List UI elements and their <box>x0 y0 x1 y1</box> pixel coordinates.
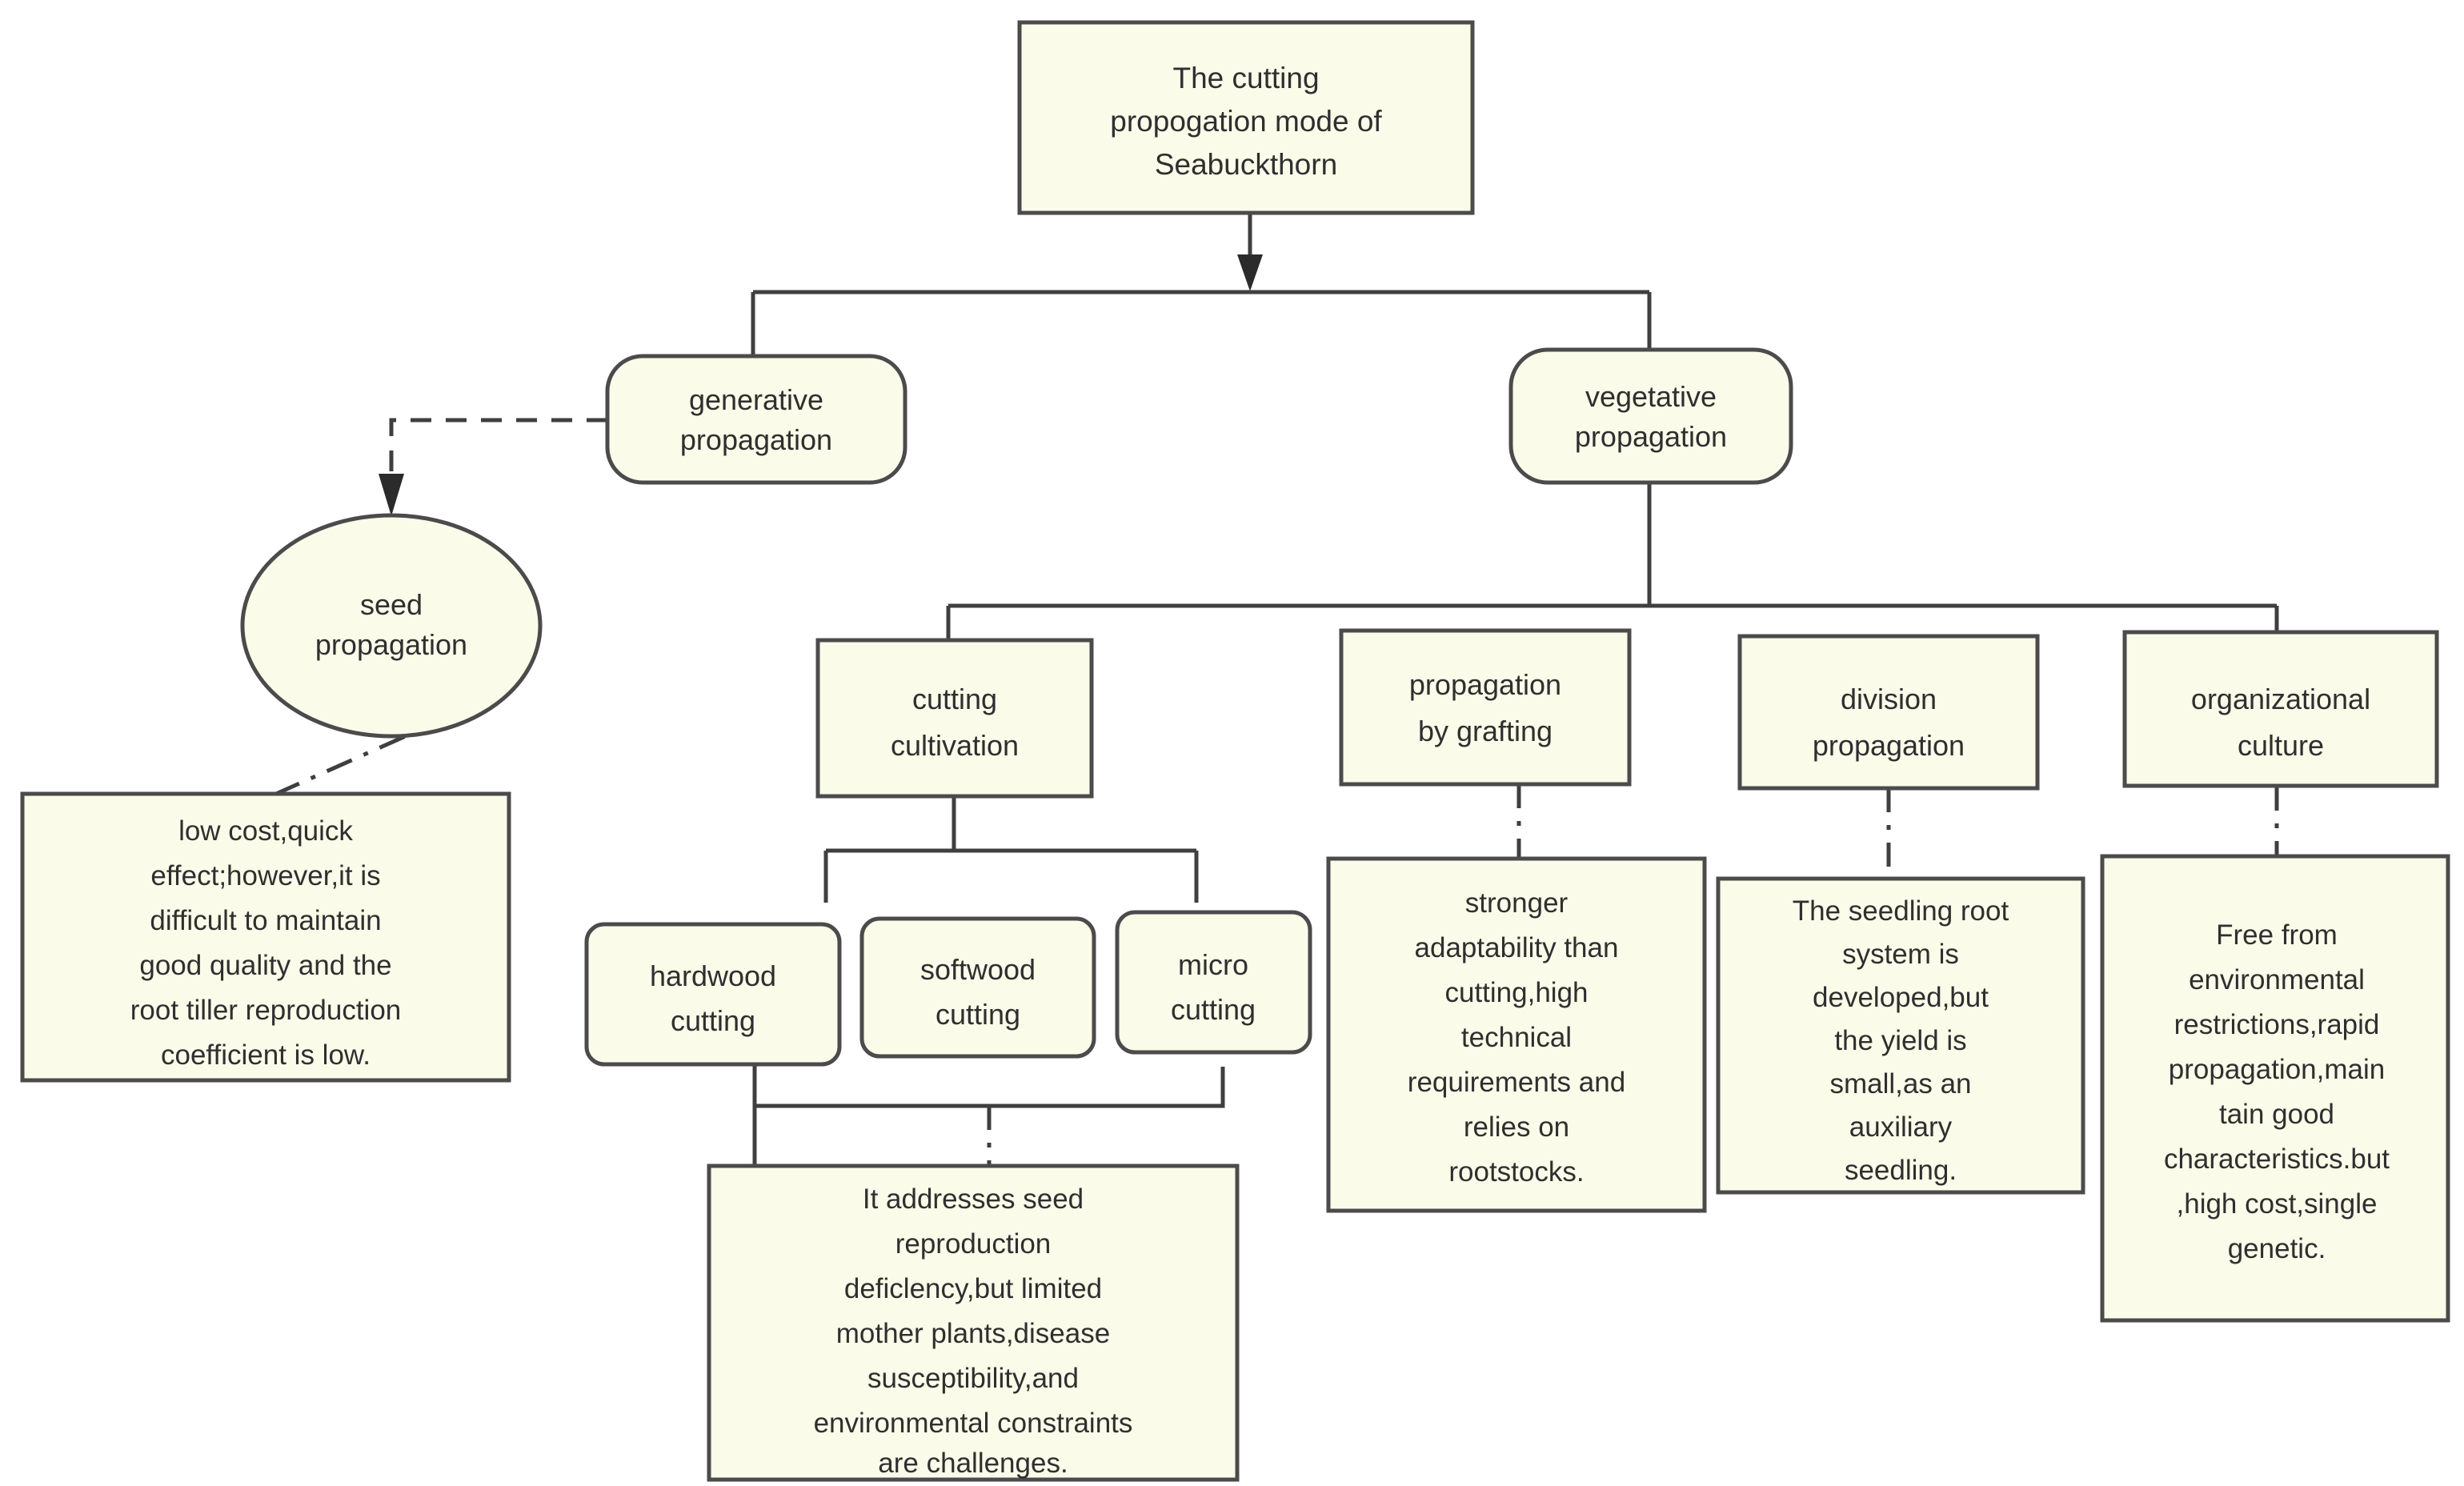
organizational-culture-note-line-5: tain good <box>2219 1099 2334 1130</box>
generative-propagation-box <box>605 354 907 485</box>
division-note-line-2: system is <box>1842 939 1959 970</box>
division-propagation-box <box>1737 634 2040 791</box>
hardwood-cutting-label-line-2: cutting <box>671 1004 755 1037</box>
hardwood-cutting-label-line-1: hardwood <box>650 959 776 992</box>
arrowhead-seed-propagation <box>379 474 404 516</box>
seed-propagation-note-box <box>20 791 511 1083</box>
seed-propagation-label-line-2: propagation <box>315 628 467 661</box>
propagation-by-grafting-label-line-2: by grafting <box>1418 715 1553 747</box>
node-generative-propagation[interactable]: generative propagation <box>605 354 907 485</box>
softwood-cutting-label-line-2: cutting <box>936 998 1020 1031</box>
organizational-culture-label-line-1: organizational <box>2191 683 2370 715</box>
grafting-note-line-6: relies on <box>1464 1111 1569 1143</box>
grafting-note-box <box>1326 856 1707 1213</box>
cutting-cultivation-note-line-4: mother plants,disease <box>836 1318 1110 1349</box>
seed-propagation-note-line-4: good quality and the <box>139 950 391 981</box>
hardwood-cutting-box <box>584 922 842 1067</box>
note-cutting-cultivation[interactable]: It addresses seed reproduction deficlenc… <box>707 1164 1240 1482</box>
vegetative-propagation-box <box>1508 347 1793 485</box>
cutting-cultivation-note-line-7: are challenges. <box>878 1448 1068 1479</box>
note-division[interactable]: The seedling root system is developed,bu… <box>1716 876 2085 1195</box>
root-label-line-2: propogation mode of <box>1110 105 1382 138</box>
grafting-note-line-5: requirements and <box>1408 1067 1625 1098</box>
cutting-cultivation-note-line-2: reproduction <box>895 1228 1052 1260</box>
seed-propagation-note-line-3: difficult to maintain <box>150 905 381 936</box>
seed-propagation-note-line-6: coefficient is low. <box>161 1039 371 1071</box>
generative-propagation-label-line-1: generative <box>689 383 823 416</box>
division-note-line-6: auxiliary <box>1849 1111 1953 1143</box>
organizational-culture-note-line-4: propagation,main <box>2169 1054 2385 1085</box>
organizational-culture-note-line-8: genetic. <box>2228 1233 2326 1264</box>
node-root[interactable]: The cutting propogation mode of Seabuckt… <box>1017 20 1475 215</box>
grafting-note-line-4: technical <box>1461 1022 1572 1053</box>
softwood-cutting-label-line-1: softwood <box>920 953 1036 986</box>
seed-propagation-note-line-2: effect;however,it is <box>150 860 380 891</box>
cutting-cultivation-note-line-3: deficlency,but limited <box>844 1273 1102 1304</box>
division-note-line-5: small,as an <box>1829 1068 1971 1099</box>
cutting-cultivation-note-line-1: It addresses seed <box>863 1184 1084 1215</box>
organizational-culture-label-line-2: culture <box>2238 729 2324 762</box>
seed-propagation-ellipse <box>240 513 543 739</box>
note-grafting[interactable]: stronger adaptability than cutting,high … <box>1326 856 1707 1213</box>
vegetative-propagation-label-line-1: vegetative <box>1585 380 1717 413</box>
node-vegetative-propagation[interactable]: vegetative propagation <box>1508 347 1793 485</box>
division-note-line-4: the yield is <box>1834 1025 1966 1056</box>
organizational-culture-note-line-1: Free from <box>2216 919 2338 951</box>
node-propagation-by-grafting[interactable]: propagation by grafting <box>1339 628 1632 787</box>
connector-cutting-bottom-bus <box>752 1067 1225 1108</box>
organizational-culture-note-line-3: restrictions,rapid <box>2174 1009 2380 1040</box>
root-box <box>1017 20 1475 215</box>
micro-cutting-label-line-2: cutting <box>1171 993 1256 1026</box>
seed-propagation-label-line-1: seed <box>360 588 423 621</box>
softwood-cutting-box <box>859 916 1096 1059</box>
root-label-line-3: Seabuckthorn <box>1155 148 1337 181</box>
vegetative-propagation-label-line-2: propagation <box>1575 420 1727 453</box>
cutting-cultivation-box <box>815 638 1094 799</box>
propagation-by-grafting-label-line-1: propagation <box>1409 668 1561 701</box>
grafting-note-line-1: stronger <box>1465 887 1569 919</box>
seed-propagation-note-line-1: low cost,quick <box>178 815 353 847</box>
cutting-cultivation-note-box <box>707 1164 1240 1482</box>
root-label-line-1: The cutting <box>1172 62 1319 94</box>
arrowhead-root-to-bus <box>1237 254 1263 291</box>
micro-cutting-box <box>1115 910 1312 1055</box>
grafting-note-line-3: cutting,high <box>1444 977 1588 1008</box>
division-note-line-3: developed,but <box>1813 982 1989 1013</box>
node-micro-cutting[interactable]: micro cutting <box>1115 910 1312 1055</box>
organizational-culture-note-line-6: characteristics.but <box>2164 1144 2390 1175</box>
connector-generative-to-seed <box>389 418 607 476</box>
note-organizational-culture[interactable]: Free from environmental restrictions,rap… <box>2100 854 2450 1323</box>
cutting-cultivation-note-line-6: environmental constraints <box>814 1408 1133 1439</box>
division-note-box <box>1716 876 2085 1195</box>
organizational-culture-note-line-7: ,high cost,single <box>2177 1188 2378 1220</box>
propagation-by-grafting-box <box>1339 628 1632 787</box>
division-note-line-1: The seedling root <box>1793 895 2009 927</box>
seed-propagation-note-line-5: root tiller reproduction <box>130 995 402 1026</box>
organizational-culture-box <box>2122 630 2439 788</box>
node-division-propagation[interactable]: division propagation <box>1737 634 2040 791</box>
cutting-cultivation-label-line-2: cultivation <box>891 729 1019 762</box>
cutting-cultivation-note-line-5: susceptibility,and <box>867 1363 1079 1394</box>
division-propagation-label-line-1: division <box>1841 683 1937 715</box>
micro-cutting-label-line-1: micro <box>1178 948 1248 981</box>
cutting-cultivation-label-line-1: cutting <box>912 683 997 715</box>
grafting-note-line-2: adaptability than <box>1415 932 1619 963</box>
generative-propagation-label-line-2: propagation <box>680 423 832 456</box>
organizational-culture-note-line-2: environmental <box>2189 964 2365 995</box>
note-seed-propagation[interactable]: low cost,quick effect;however,it is diff… <box>20 791 511 1083</box>
grafting-note-line-7: rootstocks. <box>1448 1156 1584 1188</box>
node-seed-propagation[interactable]: seed propagation <box>240 513 543 739</box>
organizational-culture-note-box <box>2100 854 2450 1323</box>
division-note-line-7: seedling. <box>1845 1155 1957 1186</box>
node-cutting-cultivation[interactable]: cutting cultivation <box>815 638 1094 799</box>
node-softwood-cutting[interactable]: softwood cutting <box>859 916 1096 1059</box>
division-propagation-label-line-2: propagation <box>1813 729 1965 762</box>
node-organizational-culture[interactable]: organizational culture <box>2122 630 2439 788</box>
node-hardwood-cutting[interactable]: hardwood cutting <box>584 922 842 1067</box>
